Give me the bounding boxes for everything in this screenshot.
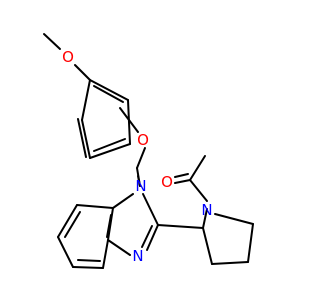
benzo-double-inner-2: [77, 259, 101, 262]
benzo-double-inner-1: [64, 211, 81, 238]
ether-linker: [119, 107, 146, 187]
benzo-bond-5: [102, 239, 109, 269]
bond-ether-o-ch2: [136, 147, 146, 169]
benzo-bond-3: [57, 236, 74, 268]
bond-ch2-n: [137, 175, 141, 187]
benzo-bond-2: [57, 204, 78, 238]
benzo-double-inner-3: [106, 214, 112, 238]
ring-bond-3: [89, 143, 131, 159]
methoxyphenyl-ring: [77, 79, 131, 159]
ring-bond-1: [89, 79, 129, 101]
bond-c3a-c7a: [107, 207, 114, 241]
background: [0, 0, 300, 300]
ring-double-inner-2: [93, 85, 124, 103]
bond-carbonyl-o-double: [174, 173, 189, 178]
ring-bond-5: [81, 79, 91, 121]
bond-n3-c3a: [107, 239, 131, 256]
pyrrolidine-bond-1: [202, 227, 213, 265]
ether-oxygen-label: O: [137, 131, 149, 149]
benzimidazole-n1-label: N: [135, 177, 146, 195]
pyrrolidine-bond-4: [214, 213, 254, 225]
pyrrolidine-bond-2: [211, 261, 249, 265]
bond-ring-ether-o: [119, 107, 139, 133]
pyrrolidine-nitrogen-label: N: [201, 201, 212, 219]
pyrrolidine-bond-3: [247, 223, 254, 263]
ring-bond-4: [81, 119, 91, 159]
benzo-bond-1: [76, 204, 114, 209]
benzimidazole-core: [57, 193, 159, 269]
methoxy-oxygen-label: O: [62, 48, 74, 66]
molecule-structure: O O O N N N: [0, 0, 300, 300]
acetyl-pyrrolidine: [157, 155, 254, 265]
bond-c2-pyrrolidine-c2: [157, 224, 204, 229]
carbonyl-oxygen-label: O: [161, 173, 173, 191]
bond-carbonyl-o: [174, 179, 191, 184]
benzo-bond-4: [72, 266, 104, 269]
bond-n1-c2: [142, 193, 159, 226]
bond-o-ring: [74, 64, 91, 81]
bond-c2-n3: [146, 224, 159, 251]
methoxy-group: [43, 33, 91, 81]
bond-carbonyl-methyl: [189, 155, 206, 181]
ring-bond-2: [127, 99, 131, 145]
benzimidazole-n3-label: N: [132, 247, 143, 265]
bond-c7a-n1: [112, 193, 134, 209]
bond-c2-n3-double: [141, 225, 153, 248]
ring-double-inner-3: [93, 138, 126, 152]
pyrrolidine-bond-n-c2: [202, 208, 208, 229]
bond-n-carbonyl-c: [189, 179, 208, 202]
ring-double-inner-1: [77, 118, 87, 158]
bond-methyl-o: [43, 33, 61, 50]
